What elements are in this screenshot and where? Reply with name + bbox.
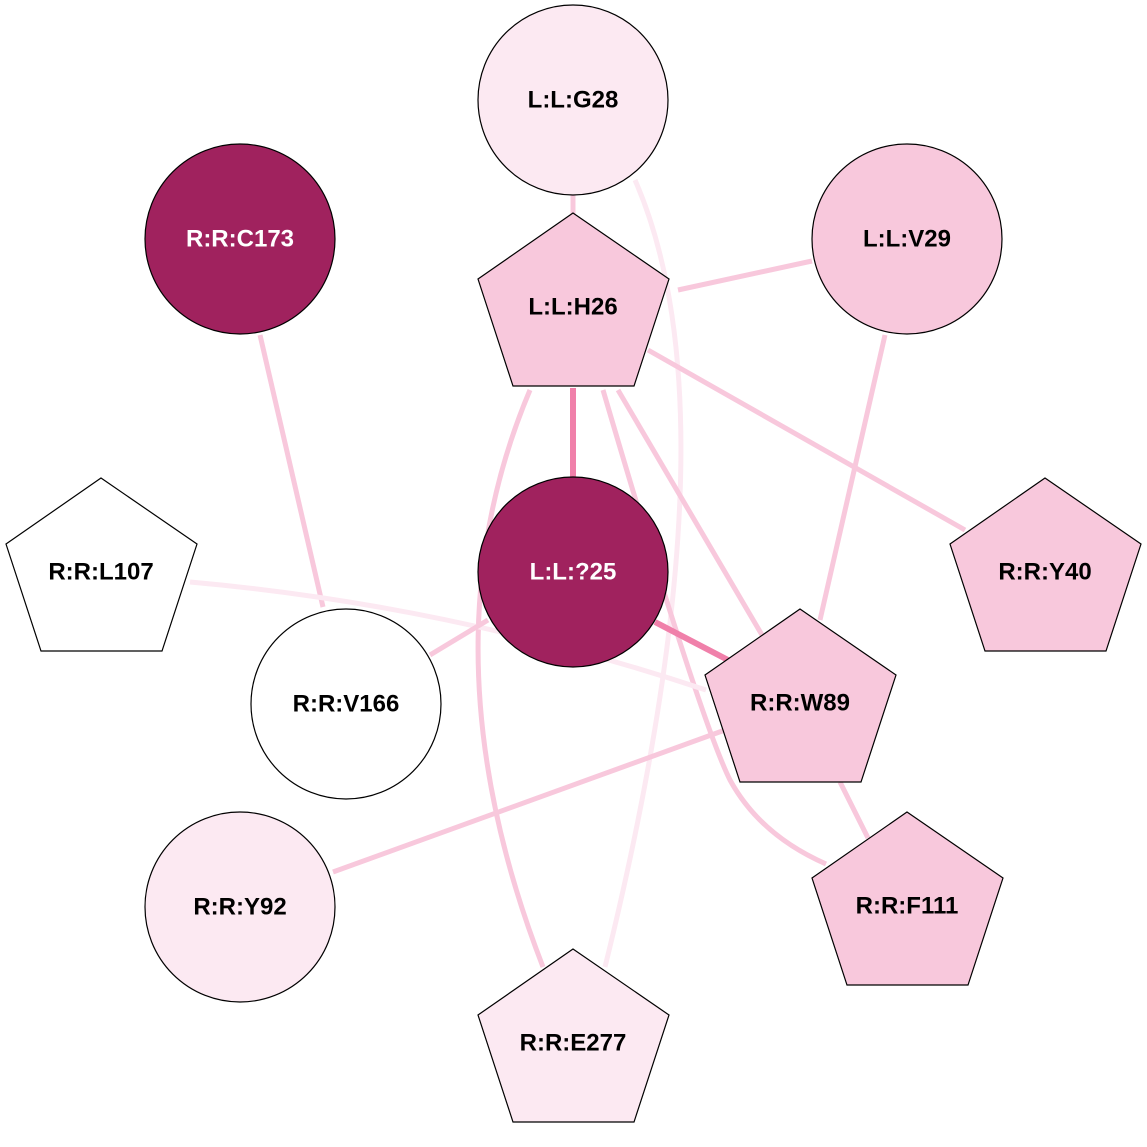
node-label: R:R:E277	[520, 1030, 627, 1057]
edge-h26-e277	[475, 389, 546, 968]
node-label: R:R:F111	[856, 893, 959, 920]
edge-h26-w89	[615, 388, 765, 637]
node-circle	[477, 4, 669, 196]
node-circle	[811, 143, 1003, 335]
edge-h26-v29	[677, 258, 813, 293]
node-pentagon	[949, 477, 1142, 652]
node-label: R:R:C173	[186, 226, 294, 253]
node-y92[interactable]: R:R:Y92	[144, 811, 336, 1003]
node-f111[interactable]: R:R:F111	[811, 811, 1004, 986]
node-circle	[144, 143, 336, 335]
node-c173[interactable]: R:R:C173	[144, 143, 336, 335]
node-pentagon	[811, 811, 1004, 986]
edge-q25-v166	[428, 617, 490, 658]
node-label: R:R:W89	[750, 690, 850, 717]
edge-h26-y40	[646, 347, 967, 533]
node-pentagon	[704, 608, 897, 783]
node-label: L:L:V29	[863, 226, 951, 253]
node-v29[interactable]: L:L:V29	[811, 143, 1003, 335]
node-pentagon	[477, 948, 670, 1123]
edge-c173-v166	[257, 334, 326, 608]
node-circle	[250, 608, 442, 800]
node-v166[interactable]: R:R:V166	[250, 608, 442, 800]
node-l107[interactable]: R:R:L107	[5, 477, 198, 652]
node-y40[interactable]: R:R:Y40	[949, 477, 1142, 652]
edge-q25-w89	[653, 619, 730, 663]
node-label: R:R:L107	[48, 559, 153, 586]
node-q25[interactable]: L:L:?25	[477, 476, 669, 668]
node-circle	[144, 811, 336, 1003]
node-label: L:L:H26	[528, 294, 617, 321]
node-label: L:L:G28	[528, 87, 619, 114]
node-label: L:L:?25	[530, 559, 617, 586]
node-label: R:R:Y92	[193, 894, 286, 921]
edge-w89-f111	[837, 780, 871, 840]
node-label: R:R:Y40	[998, 559, 1091, 586]
node-pentagon	[5, 477, 198, 652]
edge-l107-w89	[189, 579, 707, 693]
node-pentagon	[477, 212, 670, 387]
node-label: R:R:V166	[293, 691, 400, 718]
node-w89[interactable]: R:R:W89	[704, 608, 897, 783]
node-h26[interactable]: L:L:H26	[477, 212, 670, 387]
edge-w89-y92	[332, 727, 726, 875]
node-circle	[477, 476, 669, 668]
node-e277[interactable]: R:R:E277	[477, 948, 670, 1123]
node-g28[interactable]: L:L:G28	[477, 4, 669, 196]
edge-v29-w89	[817, 334, 888, 621]
